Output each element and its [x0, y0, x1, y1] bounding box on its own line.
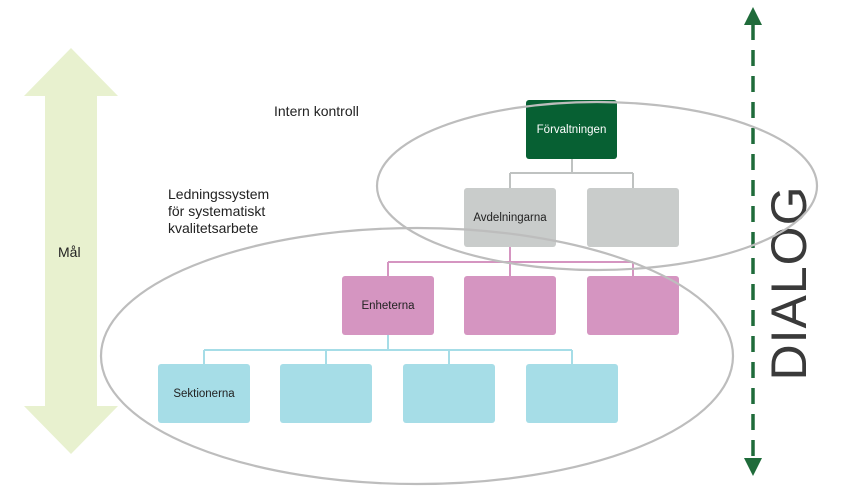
- box-enhet-3: [587, 276, 679, 335]
- dialog-arrow-head-up: [744, 7, 762, 25]
- box-forvaltningen: Förvaltningen: [526, 100, 617, 159]
- box-avdelning-2: [587, 188, 679, 247]
- ledningssystem-line-1: Ledningssystem: [168, 186, 270, 202]
- mal-double-arrow: [24, 48, 118, 454]
- dialog-arrow-head-down: [744, 458, 762, 476]
- ledningssystem-line-2: för systematiskt: [168, 203, 266, 219]
- intern-kontroll-label: Intern kontroll: [274, 103, 359, 119]
- box-enhet-2: [464, 276, 556, 335]
- connectors-forvaltning: [509, 159, 634, 188]
- connectors-avdelning: [387, 247, 634, 276]
- box-enheterna: Enheterna: [342, 276, 434, 335]
- ledningssystem-line-3: kvalitetsarbete: [168, 220, 259, 236]
- box-sektion-3: [403, 364, 495, 423]
- mal-label: Mål: [58, 244, 81, 260]
- dialog-label: DIALOG: [761, 185, 817, 381]
- box-avdelningarna: Avdelningarna: [464, 188, 556, 247]
- ledningssystem-label: Ledningssystem för systematiskt kvalitet…: [168, 186, 269, 237]
- box-sektion-4: [526, 364, 618, 423]
- connectors-enhet: [203, 335, 573, 364]
- box-sektionerna: Sektionerna: [158, 364, 250, 423]
- box-sektion-2: [280, 364, 372, 423]
